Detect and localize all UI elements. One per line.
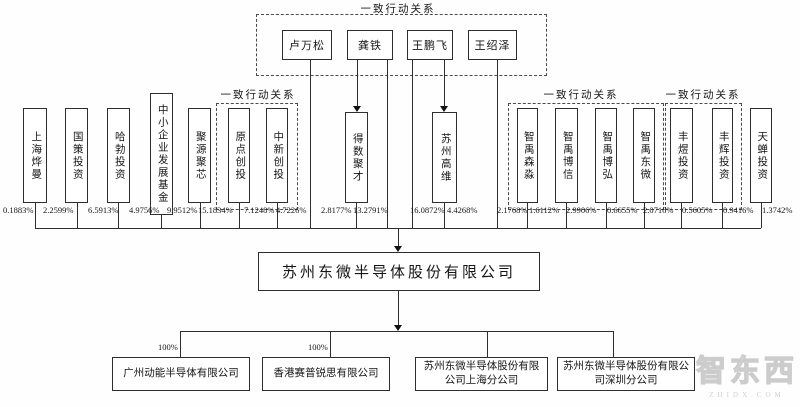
shareholder-holding-line xyxy=(118,203,119,228)
shareholder-holding-line xyxy=(761,203,762,228)
shareholder-holding-line xyxy=(644,203,645,228)
shareholding-percent-label: 0.5605% xyxy=(682,205,713,215)
shareholder-holding-line xyxy=(35,203,36,228)
shareholding-percent-label: 4.9756% xyxy=(129,205,160,215)
shareholding-percent-label: 2.2599% xyxy=(43,205,74,215)
person-holding-line xyxy=(412,60,413,228)
person-holding-line xyxy=(310,60,311,228)
company-inflow-line xyxy=(398,228,399,246)
subsidiary-drop-line xyxy=(180,331,181,357)
shareholding-percent-label: 4.4268% xyxy=(447,205,478,215)
acting-in-concert-group-label: 一致行动关系 xyxy=(220,90,296,101)
watermark: 智东西 ZHIDX.COM xyxy=(695,346,798,399)
shareholding-percent-label: 1.6112% xyxy=(529,205,560,215)
subsidiary-box: 苏州东微半导体股份有限公司上海分公司 xyxy=(415,357,548,391)
person-box: 王绍泽 xyxy=(468,30,517,60)
shareholding-percent-label: 7.1248% xyxy=(244,205,275,215)
shareholder-box: 智禹森淼 xyxy=(517,108,538,203)
shareholder-holding-line xyxy=(77,203,78,228)
top-group-label: 一致行动关系 xyxy=(360,4,436,15)
subsidiary-box: 广州动能半导体有限公司 xyxy=(112,357,250,391)
shareholder-holding-line xyxy=(356,203,357,228)
person-holding-line xyxy=(497,60,498,228)
acting-in-concert-group-border xyxy=(665,103,742,210)
shareholder-holding-line xyxy=(606,203,607,228)
shareholder-box: 原点创投 xyxy=(228,108,250,203)
person-box: 龚铁 xyxy=(347,30,393,60)
subsidiary-connector-line xyxy=(180,331,613,332)
shareholder-box: 上海烨曼 xyxy=(23,108,47,203)
shareholding-percent-label: 0.1883% xyxy=(3,205,34,215)
shareholder-holding-line xyxy=(681,203,682,228)
arrowhead-down-icon xyxy=(394,325,402,331)
shareholding-percent-label: 2.0716% xyxy=(643,205,674,215)
subsidiary-drop-line xyxy=(330,331,331,357)
shareholder-box: 国策投资 xyxy=(65,108,88,203)
top-group-dashed-border xyxy=(256,14,547,76)
subsidiary-box: 香港赛普锐思有限公司 xyxy=(262,357,390,391)
shareholding-percent-label: 2.1768% xyxy=(497,205,528,215)
subsidiary-drop-line xyxy=(613,331,614,357)
shareholding-percent-label: 4.7226% xyxy=(276,205,307,215)
person-box: 王鹏飞 xyxy=(407,30,453,60)
person-to-platform-line xyxy=(444,60,445,106)
shareholder-box: 得数聚才 xyxy=(345,112,368,203)
acting-in-concert-group-border xyxy=(216,103,298,210)
shareholder-box: 智禹博弘 xyxy=(595,108,617,203)
shareholding-percent-label: 2.9906% xyxy=(566,205,597,215)
shareholding-percent-label: 6.5913% xyxy=(88,205,119,215)
watermark-subtext: ZHIDX.COM xyxy=(709,391,785,399)
shareholder-holding-line xyxy=(277,203,278,228)
shareholder-box: 哈勃投资 xyxy=(107,108,130,203)
subsidiary-box: 苏州东微半导体股份有限公司深圳分公司 xyxy=(557,357,695,391)
shareholder-box: 丰煜投资 xyxy=(670,108,693,203)
shareholder-holding-line xyxy=(444,203,445,228)
shareholding-percent-label: 9.9512% xyxy=(167,205,198,215)
shareholder-box: 丰辉投资 xyxy=(712,108,733,203)
arrowhead-down-icon xyxy=(394,246,402,252)
person-to-platform-line xyxy=(357,60,358,106)
person-box: 卢万松 xyxy=(282,30,332,60)
shareholder-holding-line xyxy=(722,203,723,228)
shareholder-box: 苏州高维 xyxy=(432,112,457,203)
shareholding-percent-label: 0.9416% xyxy=(723,205,754,215)
subsidiary-percent-label: 100% xyxy=(308,342,328,352)
shareholder-holding-line xyxy=(239,203,240,228)
shareholding-percent-label: 13.2791% xyxy=(353,205,388,215)
company-outflow-line xyxy=(398,291,399,325)
shareholder-holding-line xyxy=(200,203,201,228)
arrowhead-down-icon xyxy=(440,106,448,112)
subsidiary-percent-label: 100% xyxy=(158,342,178,352)
shareholder-box: 中新创投 xyxy=(266,108,288,203)
shareholder-box: 智禹博信 xyxy=(555,108,578,203)
shareholding-percent-label: 0.6655% xyxy=(607,205,638,215)
shareholder-box: 中小企业发展基金 xyxy=(150,93,173,215)
acting-in-concert-group-label: 一致行动关系 xyxy=(665,90,741,101)
shareholding-percent-label: 16.0872% xyxy=(410,205,445,215)
shareholder-holding-line xyxy=(566,203,567,228)
shareholding-percent-label: 2.8177% xyxy=(321,205,352,215)
shareholder-box: 智禹东微 xyxy=(633,108,655,203)
subsidiary-drop-line xyxy=(487,331,488,357)
shareholder-holding-line xyxy=(527,203,528,228)
shareholder-box: 聚源聚芯 xyxy=(188,108,211,203)
shareholding-percent-label: 15.1834% xyxy=(198,205,233,215)
watermark-logo-text: 智东西 xyxy=(695,354,798,388)
company-box: 苏州东微半导体股份有限公司 xyxy=(258,252,540,291)
person-holding-line xyxy=(387,60,388,228)
shareholder-holding-line xyxy=(161,215,162,228)
shareholder-box: 天蝉投资 xyxy=(750,108,772,203)
arrowhead-down-icon xyxy=(353,106,361,112)
shareholding-percent-label: 1.3742% xyxy=(762,205,793,215)
acting-in-concert-group-label: 一致行动关系 xyxy=(543,90,619,101)
acting-in-concert-group-border xyxy=(508,103,664,210)
